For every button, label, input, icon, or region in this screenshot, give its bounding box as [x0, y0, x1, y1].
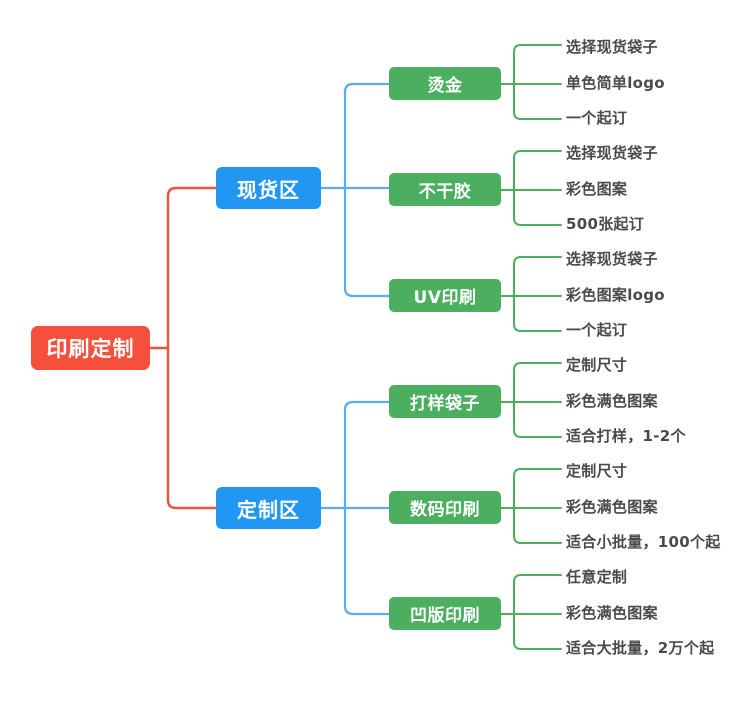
- leaf-label[interactable]: 500张起订: [566, 215, 645, 233]
- leaf-label[interactable]: 一个起订: [566, 321, 628, 339]
- leaf-label[interactable]: 彩色图案: [566, 180, 628, 198]
- root-connector-group: [148, 186, 218, 510]
- topic3-to-leaf-3: [513, 295, 562, 332]
- topic1-to-leaf-3: [513, 83, 562, 120]
- root-node-label: 印刷定制: [46, 337, 135, 361]
- branch-node-dingzhiqu[interactable]: 定制区: [216, 487, 321, 529]
- branch1-connector-group: [319, 82, 391, 298]
- topic-node-label: 凹版印刷: [410, 606, 480, 626]
- topic1-to-leaf-1: [513, 44, 562, 85]
- topic-node-label: 烫金: [427, 76, 463, 96]
- topic-node-label: 打样袋子: [410, 394, 480, 414]
- topic5-to-leaf-1: [513, 468, 562, 509]
- leaf-label[interactable]: 适合大批量，2万个起: [566, 639, 715, 657]
- topic4-to-leaf-3: [513, 401, 562, 438]
- leaf-label[interactable]: 定制尺寸: [566, 356, 628, 374]
- leaf-label[interactable]: 彩色满色图案: [566, 604, 658, 622]
- topic6-to-leaf-1: [513, 574, 562, 615]
- topic-node-dayangdaizi[interactable]: 打样袋子: [389, 385, 501, 418]
- leaf-label[interactable]: 选择现货袋子: [566, 144, 658, 162]
- topic2-to-leaf-3: [513, 189, 562, 226]
- leaf-label[interactable]: 彩色满色图案: [566, 498, 658, 516]
- leaf-label[interactable]: 选择现货袋子: [566, 38, 658, 56]
- topic-node-buganjiao[interactable]: 不干胶: [389, 173, 501, 206]
- branch2-connector-group: [319, 400, 391, 616]
- topic6-to-leaf-3: [513, 613, 562, 650]
- topic4-to-leaf-1: [513, 362, 562, 403]
- topic3-leaf-connector-group: [500, 256, 562, 332]
- topic-node-aobanyinshua[interactable]: 凹版印刷: [389, 597, 501, 630]
- topic-node-label: UV印刷: [413, 288, 477, 308]
- root-to-branch-2: [166, 346, 218, 510]
- leaf-label[interactable]: 任意定制: [566, 568, 628, 586]
- topic1-leaf-connector-group: [500, 44, 562, 120]
- leaf-label[interactable]: 适合打样，1-2个: [566, 427, 686, 445]
- topic6-leaf-connector-group: [500, 574, 562, 650]
- topic3-to-leaf-1: [513, 256, 562, 297]
- branch1-to-topic-3: [343, 186, 391, 298]
- root-node[interactable]: 印刷定制: [31, 326, 150, 370]
- topic2-to-leaf-1: [513, 150, 562, 191]
- branch1-to-topic-1: [343, 82, 391, 190]
- branch-node-label: 定制区: [237, 497, 300, 522]
- leaf-label[interactable]: 选择现货袋子: [566, 250, 658, 268]
- topic5-to-leaf-3: [513, 507, 562, 544]
- topic-node-label: 不干胶: [418, 182, 472, 202]
- branch-node-label: 现货区: [237, 177, 300, 202]
- topic-node-uv-yinshua[interactable]: UV印刷: [389, 279, 501, 312]
- leaf-label[interactable]: 单色简单logo: [566, 74, 665, 92]
- topic-node-tangjin[interactable]: 烫金: [389, 67, 501, 100]
- topic2-leaf-connector-group: [500, 150, 562, 226]
- root-to-branch-1: [166, 186, 218, 350]
- leaf-label[interactable]: 适合小批量，100个起: [566, 533, 721, 551]
- leaf-label[interactable]: 一个起订: [566, 109, 628, 127]
- leaf-label[interactable]: 定制尺寸: [566, 462, 628, 480]
- branch2-to-topic-4: [343, 400, 391, 510]
- topic-node-label: 数码印刷: [410, 500, 480, 520]
- branch-node-xianhuoqu[interactable]: 现货区: [216, 167, 321, 209]
- leaf-label[interactable]: 彩色满色图案: [566, 392, 658, 410]
- leaf-label[interactable]: 彩色图案logo: [566, 286, 665, 304]
- branch2-to-topic-6: [343, 506, 391, 616]
- topic-node-shumayinshua[interactable]: 数码印刷: [389, 491, 501, 524]
- topic4-leaf-connector-group: [500, 362, 562, 438]
- topic5-leaf-connector-group: [500, 468, 562, 544]
